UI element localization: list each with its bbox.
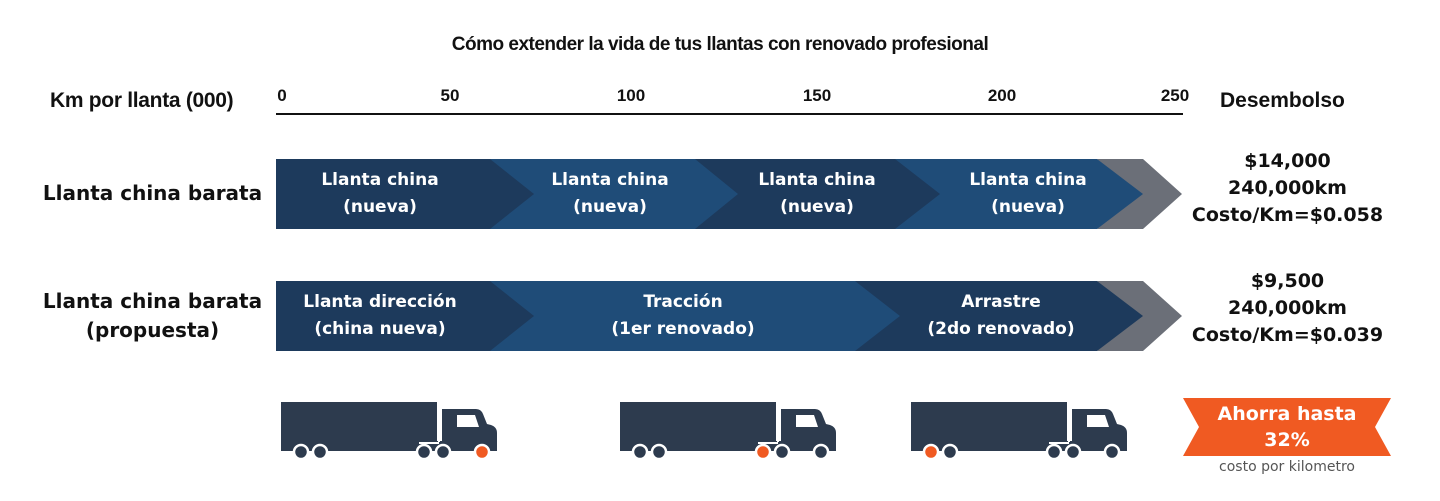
arrow-bar-graphic <box>276 281 1182 351</box>
segment-2: Llanta china(nueva) <box>551 170 669 217</box>
cost-summary-proposed: $9,500 240,000km Costo/Km=$0.039 <box>1185 268 1390 349</box>
axis-tick-100: 100 <box>616 86 646 105</box>
truck-icon <box>618 398 848 461</box>
truck-icon <box>909 398 1139 461</box>
ribbon-shape <box>1183 398 1391 456</box>
segment-1: Llanta china(nueva) <box>321 170 439 217</box>
axis-tick-50: 50 <box>440 86 460 105</box>
segment-3: Llanta china(nueva) <box>758 170 876 217</box>
segment-drive: Tracción(1er renovado) <box>611 292 755 339</box>
savings-headline: Ahorra hasta <box>1217 403 1357 425</box>
cost-distance: 240,000km <box>1228 297 1347 319</box>
timeline-bar-proposed: Llanta dirección(china nueva) Tracción(1… <box>276 281 1186 351</box>
segment-steer: Llanta dirección(china nueva) <box>303 292 457 339</box>
segment-4: Llanta china(nueva) <box>969 170 1087 217</box>
savings-percent: 32% <box>1264 429 1310 451</box>
axis-tick-200: 200 <box>987 86 1017 105</box>
truck-icon <box>279 398 509 461</box>
chart-title: Cómo extender la vida de tus llantas con… <box>451 34 989 55</box>
cost-amount: $9,500 <box>1250 270 1325 292</box>
cost-per-km: Costo/Km=$0.058 <box>1191 204 1384 226</box>
cost-column-label: Desembolso <box>1220 89 1345 112</box>
savings-badge: Ahorra hasta 32% <box>1183 398 1391 456</box>
cost-amount: $14,000 <box>1244 150 1331 172</box>
savings-caption: costo por kilometro <box>1219 459 1355 475</box>
arrow-bar-graphic <box>276 159 1182 229</box>
axis-tick-250: 250 <box>1160 86 1190 105</box>
segment-trailer: Arrastre(2do renovado) <box>927 292 1075 339</box>
row-label-current: Llanta china barata <box>42 181 263 205</box>
axis-line <box>276 113 1183 115</box>
cost-summary-current: $14,000 240,000km Costo/Km=$0.058 <box>1185 148 1390 229</box>
timeline-bar-current: Llanta china(nueva) Llanta china(nueva) … <box>276 159 1186 229</box>
row-label-proposed: Llanta china barata (propuesta) <box>42 289 263 342</box>
axis-label: Km por llanta (000) <box>50 89 234 112</box>
axis-tick-0: 0 <box>277 86 287 105</box>
axis-tick-150: 150 <box>802 86 832 105</box>
cost-per-km: Costo/Km=$0.039 <box>1191 324 1384 346</box>
cost-distance: 240,000km <box>1228 177 1347 199</box>
